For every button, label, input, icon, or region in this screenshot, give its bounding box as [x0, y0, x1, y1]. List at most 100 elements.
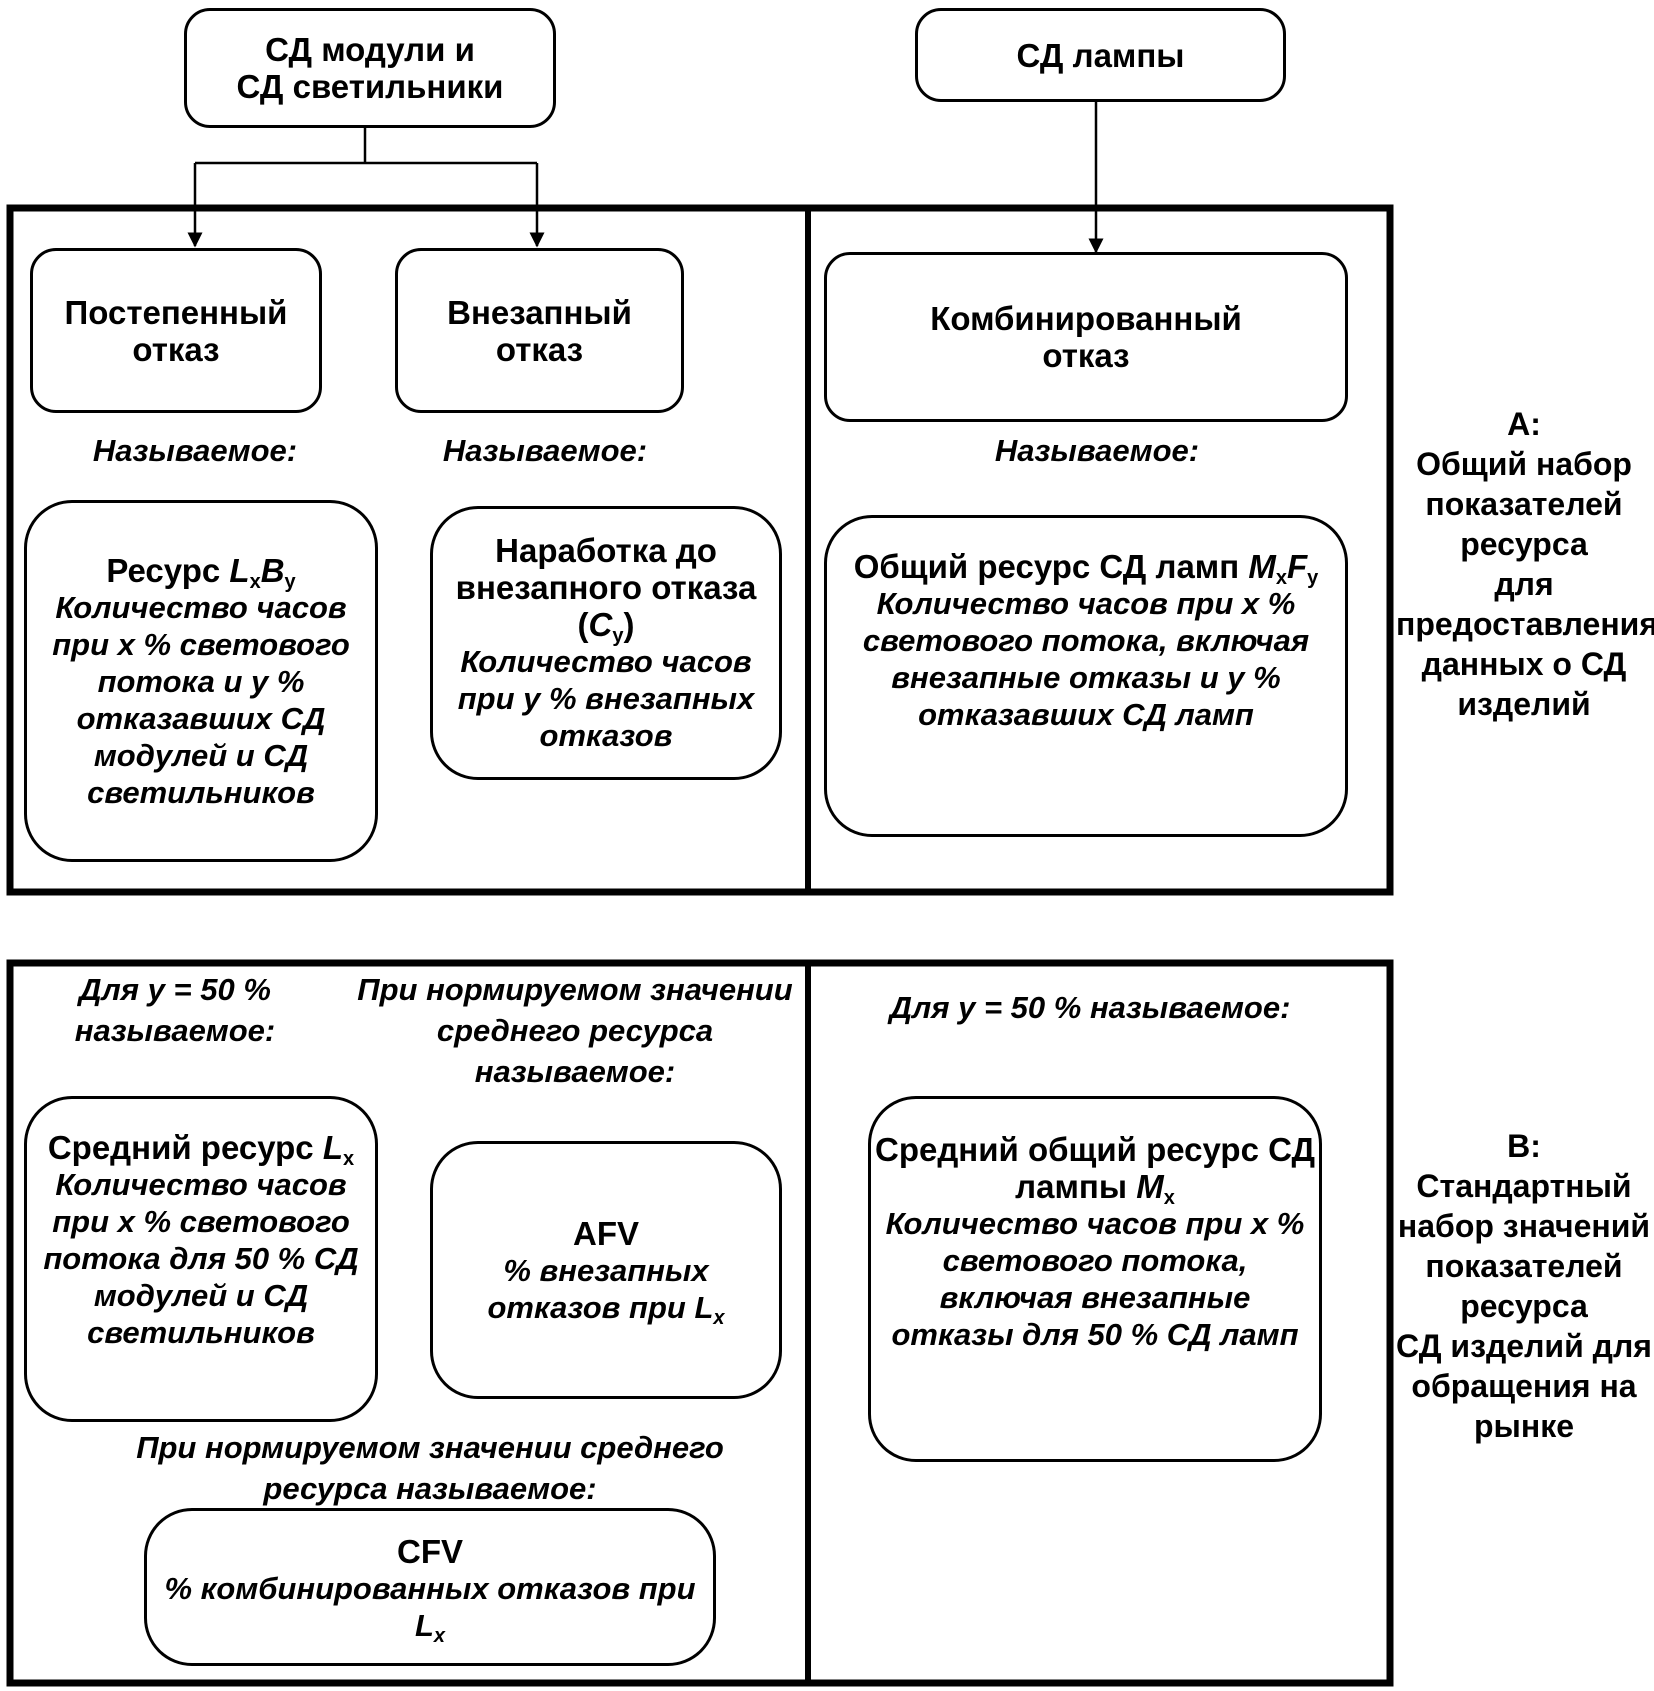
resource-desc-3: потока и y %: [97, 663, 305, 699]
section-a-caption-3: показателей: [1425, 486, 1623, 522]
mean-resource-desc-2: при x % светового: [52, 1204, 350, 1239]
combined-line2: отказ: [1042, 337, 1130, 374]
total-resource-desc-4: отказавших СД ламп: [918, 697, 1254, 732]
modules-luminaires-box: СД модули и СД светильники: [184, 8, 556, 128]
named-rated2-line2: ресурса называемое:: [263, 1471, 597, 1506]
mean-total-var-m: M: [1136, 1168, 1164, 1205]
abrupt-line2: отказ: [495, 330, 584, 368]
section-a-caption-5: для: [1494, 566, 1554, 602]
afv-var-l: L: [694, 1289, 714, 1325]
abrupt-time-line1: Наработка до: [495, 532, 717, 569]
named-rated2-line1: При нормируемом значении среднего: [136, 1430, 724, 1465]
section-b-caption-7: обращения на: [1411, 1368, 1637, 1404]
total-var-f: F: [1286, 548, 1308, 585]
mean-total-desc-4: отказы для 50 % СД ламп: [891, 1317, 1299, 1352]
mean-resource-desc-1: Количество часов: [55, 1167, 347, 1202]
abrupt-line1: Внезапный: [447, 293, 632, 331]
modules-line2: СД светильники: [236, 68, 504, 105]
mean-total-box: Средний общий ресурс СД лампы Mx Количес…: [868, 1096, 1322, 1462]
afv-box: AFV % внезапных отказов при Lx: [430, 1141, 782, 1399]
cfv-var-l: L: [414, 1608, 434, 1643]
resource-var-b: B: [260, 551, 285, 589]
mean-resource-box: Средний ресурс Lx Количество часов при x…: [24, 1096, 378, 1422]
section-b-caption-6: СД изделий для: [1396, 1328, 1652, 1364]
total-resource-desc-3: внезапные отказы и y %: [891, 660, 1281, 695]
combined-named-label: Называемое:: [994, 433, 1200, 468]
resource-desc-2: при x % светового: [52, 626, 350, 662]
section-a-caption-8: изделий: [1457, 686, 1591, 722]
modules-line1: СД модули и: [265, 31, 475, 68]
abrupt-time-line2: внезапного отказа: [455, 569, 757, 606]
resource-var-l: L: [229, 551, 250, 589]
lamps-label: СД лампы: [1016, 36, 1185, 74]
named-y50-label: Для y = 50 % называемое:: [30, 969, 320, 1051]
resource-desc-1: Количество часов: [55, 589, 347, 625]
total-resource-desc-2: светового потока, включая: [862, 623, 1310, 658]
section-b-caption-8: рынке: [1473, 1408, 1574, 1444]
gradual-named-label: Называемое:: [92, 433, 298, 468]
mean-total-line2: лампы Mx: [1015, 1168, 1175, 1209]
named-rated-line2: среднего ресурса: [436, 1013, 714, 1048]
abrupt-time-desc-1: Количество часов: [460, 644, 752, 679]
named-rated2-label: При нормируемом значении среднего ресурс…: [110, 1427, 750, 1509]
named-rated-label: При нормируемом значении среднего ресурс…: [355, 969, 795, 1092]
afv-desc-1: % внезапных: [503, 1252, 709, 1288]
section-a-caption-7: данных о СД: [1421, 646, 1627, 682]
section-b-caption: B: Стандартный набор значений показателе…: [1396, 1126, 1652, 1446]
cfv-title: CFV: [397, 1533, 463, 1570]
combined-failure-box: Комбинированный отказ: [824, 252, 1348, 422]
mean-total-line1: Средний общий ресурс СД: [874, 1131, 1316, 1168]
afv-title: AFV: [573, 1214, 639, 1252]
gradual-failure-box: Постепенный отказ: [30, 248, 322, 413]
section-a-caption-6: предоставления: [1396, 606, 1654, 642]
section-b-caption-1: B:: [1507, 1128, 1541, 1164]
resource-desc-6: светильников: [87, 774, 315, 810]
afv-desc-2: отказов при Lx: [487, 1289, 725, 1329]
total-var-m: M: [1248, 548, 1276, 585]
resource-lxby-box: Ресурс LxBy Количество часов при x % све…: [24, 500, 378, 862]
section-b-caption-5: ресурса: [1460, 1288, 1588, 1324]
section-b-caption-4: показателей: [1425, 1248, 1623, 1284]
resource-desc-4: отказавших СД: [76, 700, 326, 736]
total-resource-title: Общий ресурс СД ламп MxFy: [853, 548, 1319, 589]
named-lamp-y50-label: Для y = 50 % называемое:: [889, 990, 1291, 1025]
section-a-caption-1: A:: [1507, 406, 1541, 442]
named-rated-line1: При нормируемом значении: [357, 972, 793, 1007]
mean-resource-desc-3: потока для 50 % СД: [43, 1241, 359, 1276]
abrupt-named-label: Называемое:: [442, 433, 648, 468]
lamps-box: СД лампы: [915, 8, 1286, 102]
section-a-caption: A: Общий набор показателей ресурса для п…: [1396, 404, 1654, 724]
gradual-line2: отказ: [132, 330, 220, 368]
combined-line1: Комбинированный: [930, 300, 1242, 337]
section-a-caption-4: ресурса: [1460, 526, 1588, 562]
resource-desc-5: модулей и СД: [93, 737, 309, 773]
resource-title: Ресурс LxBy: [106, 551, 296, 593]
gradual-line1: Постепенный: [64, 293, 288, 331]
section-a-caption-2: Общий набор: [1416, 446, 1632, 482]
mean-resource-desc-4: модулей и СД: [93, 1278, 309, 1313]
section-a-frame: [6, 204, 1394, 896]
abrupt-failure-box: Внезапный отказ: [395, 248, 684, 413]
abrupt-time-desc-3: отказов: [539, 718, 673, 753]
abrupt-time-box: Наработка до внезапного отказа (Cy) Коли…: [430, 506, 782, 780]
mean-total-desc-2: светового потока,: [942, 1243, 1248, 1278]
named-y50-line2: называемое:: [74, 1013, 276, 1048]
mean-total-desc-1: Количество часов при x %: [885, 1206, 1305, 1241]
mean-resource-desc-5: светильников: [87, 1315, 315, 1350]
mean-resource-title: Средний ресурс Lx: [47, 1129, 355, 1170]
cfv-desc: % комбинированных отказов при Lx: [164, 1571, 696, 1647]
abrupt-time-symbol: (Cy): [577, 606, 635, 647]
named-y50-line1: Для y = 50 %: [79, 972, 271, 1007]
named-rated-line3: называемое:: [474, 1054, 676, 1089]
section-b-frame: [6, 959, 1394, 1687]
cfv-box: CFV % комбинированных отказов при Lx: [144, 1508, 716, 1666]
section-b-caption-2: Стандартный: [1416, 1168, 1632, 1204]
mean-total-desc-3: включая внезапные: [939, 1280, 1251, 1315]
section-b-caption-3: набор значений: [1397, 1208, 1651, 1244]
total-resource-box: Общий ресурс СД ламп MxFy Количество час…: [824, 515, 1348, 837]
mean-var-l: L: [322, 1129, 344, 1166]
abrupt-var-c: C: [588, 606, 613, 643]
total-resource-desc-1: Количество часов при x %: [876, 586, 1296, 621]
abrupt-time-desc-2: при y % внезапных: [457, 681, 755, 716]
